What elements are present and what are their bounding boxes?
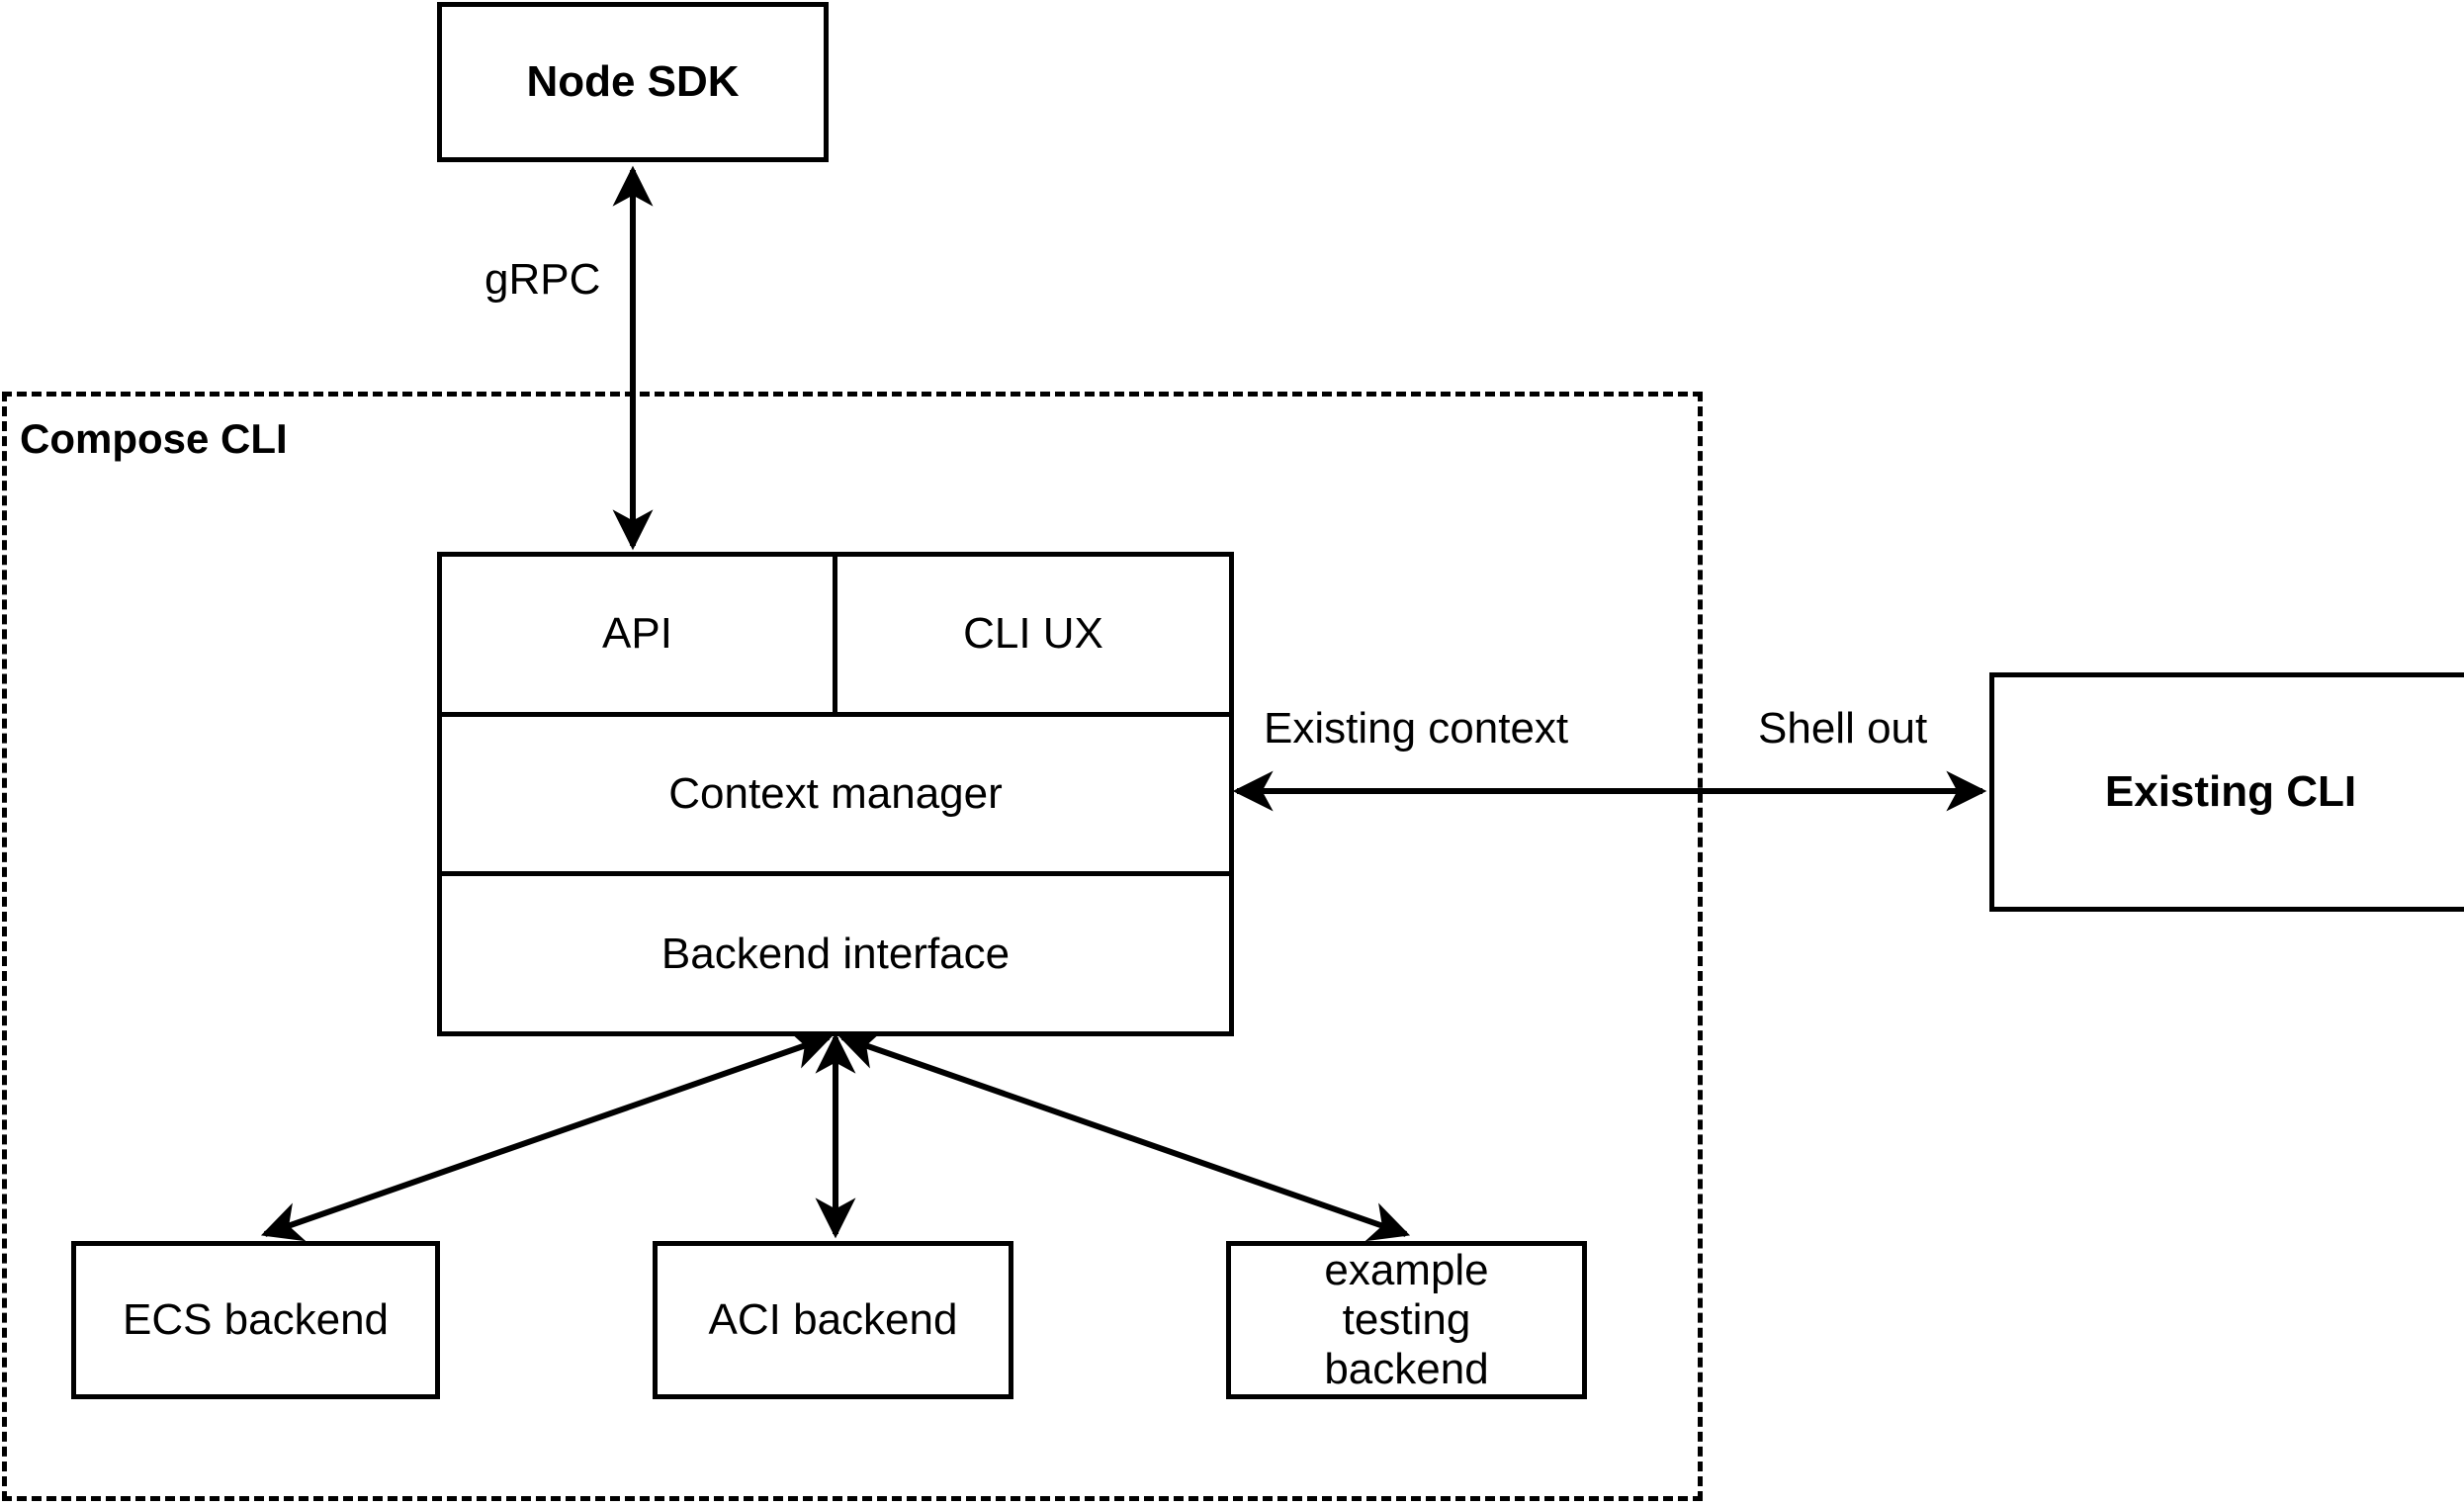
stack-cell-cli-ux[interactable]: CLI UX [837, 557, 1229, 712]
edge-label-shell-out: Shell out [1752, 704, 1934, 754]
stack-cell-api[interactable]: API [442, 557, 837, 712]
node-node-sdk-label: Node SDK [526, 56, 740, 106]
stack-cell-context-manager[interactable]: Context manager [442, 717, 1229, 872]
node-ecs-backend-label: ECS backend [122, 1294, 390, 1344]
node-example-testing-backend[interactable]: example testing backend [1226, 1241, 1587, 1399]
stack-cell-backend-interface-label: Backend interface [660, 929, 1011, 978]
stack-cell-cli-ux-label: CLI UX [963, 609, 1103, 659]
node-existing-cli-label: Existing CLI [2104, 766, 2357, 816]
node-aci-backend-label: ACI backend [708, 1294, 958, 1344]
node-example-testing-backend-label: example testing backend [1324, 1245, 1489, 1394]
group-compose-cli-label: Compose CLI [20, 415, 288, 462]
stack-cell-backend-interface[interactable]: Backend interface [442, 876, 1229, 1031]
stack-row-top: API CLI UX [442, 557, 1229, 717]
node-aci-backend[interactable]: ACI backend [653, 1241, 1013, 1399]
stack-row-context-manager: Context manager [442, 717, 1229, 877]
node-ecs-backend[interactable]: ECS backend [71, 1241, 440, 1399]
group-compose-cli [2, 392, 1703, 1501]
stack-cell-context-manager-label: Context manager [668, 769, 1003, 818]
node-node-sdk[interactable]: Node SDK [437, 2, 829, 162]
stack-row-backend-interface: Backend interface [442, 876, 1229, 1031]
compose-cli-stack: API CLI UX Context manager Backend inter… [437, 552, 1234, 1036]
node-existing-cli[interactable]: Existing CLI [1989, 672, 2464, 912]
edge-label-existing-context: Existing context [1258, 704, 1575, 754]
edge-label-grpc: gRPC [479, 255, 607, 305]
stack-cell-api-label: API [602, 609, 672, 659]
